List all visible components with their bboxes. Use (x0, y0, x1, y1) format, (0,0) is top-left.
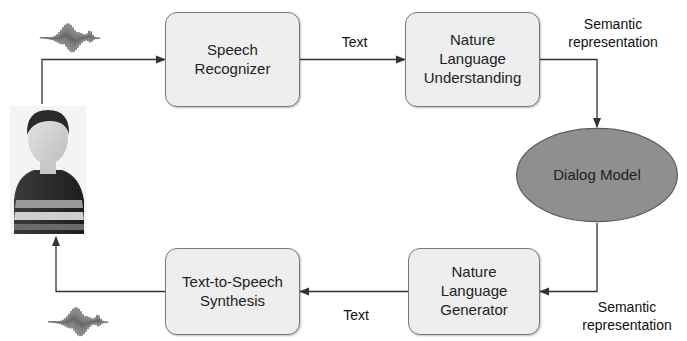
flow-arrow (540, 223, 597, 292)
node-label: Nature Language Generator (416, 263, 532, 319)
node-label: Dialog Model (549, 166, 645, 185)
flow-arrow (540, 60, 597, 128)
dialog-ellipse: Dialog Model (515, 127, 679, 223)
edge-label: Text (324, 306, 388, 324)
process-box: Nature Language Generator (408, 248, 540, 335)
speech-waveform (48, 308, 108, 337)
node-label: Speech Recognizer (173, 41, 292, 79)
node-label: Nature Language Understanding (413, 31, 532, 87)
output-wire (56, 237, 165, 292)
process-box: Text-to-Speech Synthesis (165, 248, 300, 335)
person-icon (10, 106, 86, 234)
edge-label: Semantic representation (571, 298, 683, 334)
speech-waveform (40, 24, 100, 53)
flow-arrow (300, 291, 408, 292)
process-box: Nature Language Understanding (405, 12, 540, 107)
process-box: Speech Recognizer (165, 12, 300, 107)
flow-arrow (300, 59, 405, 60)
node-label: Text-to-Speech Synthesis (173, 273, 292, 311)
edge-label: Semantic representation (557, 15, 669, 51)
edge-label: Text (323, 33, 387, 51)
input-wire (42, 60, 165, 105)
